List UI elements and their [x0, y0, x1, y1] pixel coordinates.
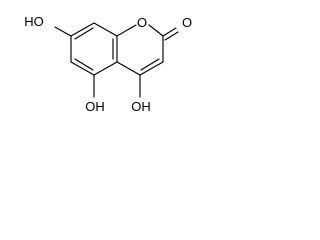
- bond-c7-c8-inner: [74, 27, 94, 40]
- hydroxyl-7-label: HO: [24, 14, 44, 29]
- ring-oxygen-label: O: [137, 15, 147, 30]
- bond-o1-c2: [148, 24, 164, 37]
- bond-c4a-c5: [93, 61, 118, 76]
- bond-c5-c6-inner: [74, 58, 94, 71]
- bond-c8a-o1: [116, 24, 137, 37]
- bond-c5-c6: [70, 61, 95, 76]
- carbonyl-oxygen-label: O: [182, 15, 192, 30]
- bond-c2-carbonyl-o: [162, 27, 177, 37]
- bond-c3-c4: [139, 61, 164, 76]
- bond-c3-c4-inner: [140, 58, 160, 71]
- bond-c2-carbonyl-o-inner: [164, 31, 179, 41]
- hydroxyl-4-label: OH: [131, 99, 151, 114]
- bond-c7-c8: [70, 22, 95, 37]
- chemical-structure-diagram: HO O O OH OH: [24, 14, 192, 114]
- hydroxyl-5-label: OH: [85, 99, 105, 114]
- bond-c7-oh: [54, 26, 72, 37]
- bond-c4-c4a: [116, 61, 141, 76]
- bond-c8-c8a: [93, 22, 118, 37]
